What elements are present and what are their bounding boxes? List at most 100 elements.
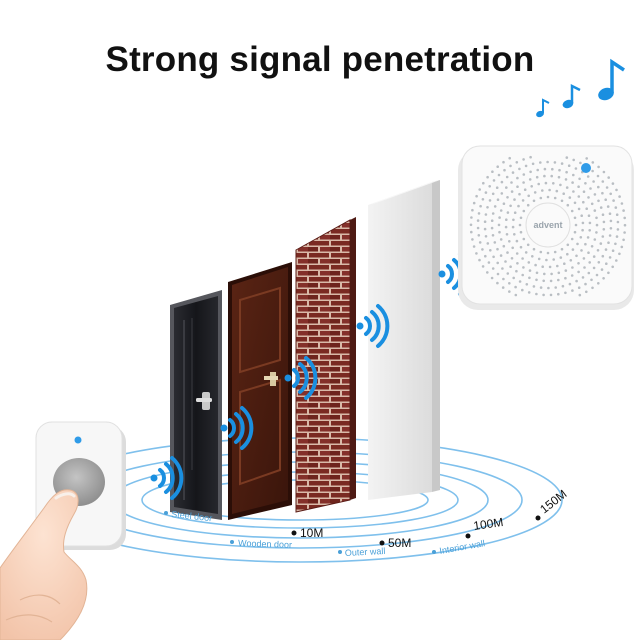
speaker-hole: [497, 223, 501, 227]
speaker-hole: [587, 271, 591, 275]
speaker-hole: [553, 196, 557, 200]
speaker-hole: [541, 189, 544, 192]
speaker-hole: [550, 272, 553, 276]
speaker-hole: [566, 243, 570, 247]
speaker-hole: [510, 257, 514, 260]
speaker-hole: [582, 257, 586, 260]
speaker-hole: [599, 206, 603, 209]
speaker-hole: [488, 185, 492, 188]
speaker-hole: [493, 205, 497, 208]
speaker-hole: [482, 181, 485, 185]
speaker-hole: [543, 272, 546, 276]
speaker-hole: [481, 198, 485, 201]
speaker-hole: [568, 282, 572, 286]
speaker-hole: [584, 242, 587, 246]
speaker-hole: [616, 220, 620, 224]
speaker-hole: [581, 221, 585, 225]
distance-label-100m: 100M: [472, 515, 504, 533]
speaker-hole: [586, 175, 590, 178]
speaker-hole: [504, 260, 507, 263]
speaker-hole: [622, 238, 625, 242]
speaker-hole: [571, 266, 574, 269]
speaker-hole: [547, 286, 550, 290]
speaker-hole: [601, 213, 605, 216]
distance-label-150m: 150M: [537, 487, 569, 517]
speaker-hole: [532, 247, 536, 251]
speaker-hole: [518, 192, 521, 196]
speaker-hole: [563, 262, 566, 266]
speaker-hole: [561, 284, 565, 288]
speaker-hole: [574, 223, 578, 227]
speaker-hole: [577, 207, 581, 211]
speaker-hole: [522, 181, 525, 184]
speaker-hole: [608, 234, 612, 237]
speaker-hole: [623, 223, 627, 227]
speaker-hole: [608, 212, 612, 215]
speaker-hole: [564, 269, 568, 272]
speaker-hole: [601, 235, 605, 238]
speaker-hole: [591, 161, 595, 164]
speaker-hole: [575, 254, 578, 258]
speaker-hole: [469, 223, 473, 227]
speaker-hole: [580, 249, 583, 252]
wifi-wave-icon: [150, 456, 184, 500]
speaker-hole: [557, 292, 560, 296]
speaker-hole: [585, 157, 588, 160]
speaker-hole: [584, 182, 587, 185]
speaker-hole: [511, 246, 514, 250]
speaker-hole: [472, 201, 476, 205]
speaker-hole: [521, 273, 524, 277]
speaker-hole: [543, 174, 546, 178]
speaker-hole: [486, 206, 489, 209]
speaker-hole: [611, 182, 615, 185]
speaker-hole: [592, 180, 595, 183]
speaker-hole: [495, 186, 499, 189]
speaker-hole: [602, 220, 606, 224]
speaker-hole: [484, 254, 487, 258]
speaker-hole: [476, 226, 480, 230]
speaker-hole: [519, 245, 523, 249]
speaker-hole: [472, 245, 476, 248]
speaker-hole: [518, 167, 521, 171]
speaker-hole: [517, 204, 520, 208]
speaker-hole: [560, 199, 564, 203]
speaker-hole: [608, 256, 612, 259]
speaker-hole: [588, 221, 592, 225]
speaker-hole: [567, 164, 571, 167]
distance-label-10m: 10M: [300, 526, 323, 540]
speaker-hole: [481, 248, 484, 251]
speaker-hole: [481, 265, 485, 268]
headline: Strong signal penetration: [105, 40, 535, 79]
speaker-hole: [589, 187, 592, 190]
speaker-hole: [542, 293, 545, 297]
speaker-hole: [569, 259, 573, 262]
speaker-hole: [488, 199, 492, 202]
speaker-hole: [486, 175, 489, 179]
speaker-hole: [479, 204, 482, 208]
speaker-hole: [593, 193, 597, 196]
speaker-hole: [502, 244, 506, 248]
speaker-hole: [562, 192, 565, 195]
speaker-hole: [602, 228, 606, 231]
speaker-hole: [546, 195, 550, 199]
speaker-hole: [615, 213, 619, 216]
speaker-hole: [585, 290, 588, 294]
speaker-hole: [491, 192, 495, 196]
speaker-hole: [515, 161, 519, 164]
speaker-hole: [565, 186, 569, 189]
speaker-hole: [496, 247, 499, 251]
speaker-hole: [611, 249, 615, 252]
speaker-hole: [470, 230, 473, 234]
speaker-hole: [484, 191, 488, 194]
speaker-hole: [600, 268, 604, 271]
speaker-hole: [522, 158, 525, 161]
speaker-hole: [553, 161, 557, 164]
speaker-hole: [530, 185, 533, 188]
speaker-hole: [552, 182, 555, 185]
speaker-hole: [503, 168, 506, 172]
speaker-hole: [618, 252, 621, 256]
speaker-hole: [550, 174, 553, 178]
speaker-hole: [545, 258, 548, 262]
